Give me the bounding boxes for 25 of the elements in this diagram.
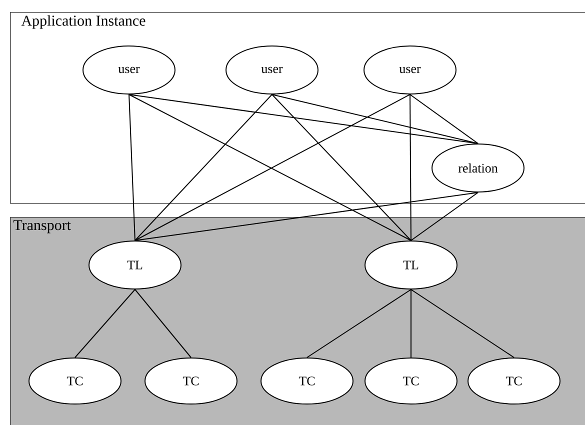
ellipse-node: TL bbox=[364, 240, 458, 290]
ellipse-node: user bbox=[82, 46, 176, 94]
connector-line bbox=[410, 289, 412, 358]
ellipse-node: TC bbox=[364, 358, 458, 404]
connector-line bbox=[410, 94, 478, 144]
connector-line bbox=[410, 94, 412, 241]
connector-line bbox=[128, 94, 478, 144]
connector-line bbox=[134, 94, 272, 241]
connector-line bbox=[128, 94, 136, 241]
ellipse-node: relation bbox=[432, 144, 524, 192]
ellipse-node: TC bbox=[144, 358, 238, 404]
ellipse-node: user bbox=[226, 46, 318, 94]
connector-line bbox=[410, 289, 514, 358]
connector-line bbox=[272, 94, 412, 241]
ellipse-node: TC bbox=[28, 358, 122, 404]
connector-line bbox=[410, 192, 478, 241]
connector-line bbox=[74, 289, 136, 358]
connector-line bbox=[134, 289, 192, 358]
ellipse-node: TL bbox=[88, 240, 182, 290]
ellipse-node: TC bbox=[468, 358, 560, 404]
connector-line bbox=[134, 192, 478, 241]
connector-line bbox=[272, 94, 478, 144]
ellipse-node: TC bbox=[260, 358, 354, 404]
connector-line bbox=[306, 289, 412, 358]
ellipse-node: user bbox=[364, 46, 456, 94]
